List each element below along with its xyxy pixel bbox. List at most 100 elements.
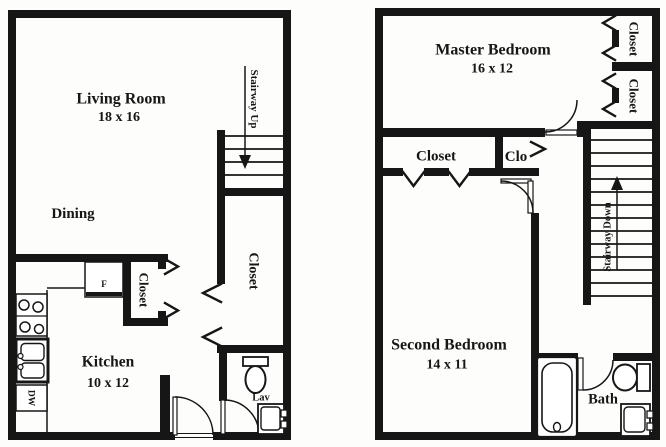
dining-label: Dining (51, 206, 95, 222)
vanity-basin (260, 406, 281, 431)
wall-segment (531, 361, 539, 440)
sink-basin (20, 362, 45, 379)
first-floor-doors (172, 396, 260, 438)
wall-segment (375, 168, 403, 176)
wall-segment (8, 10, 16, 440)
front-door-leaf (172, 396, 178, 436)
bifold-door-chevron (447, 170, 472, 188)
bifold-door-chevron (401, 170, 426, 188)
living-room-dims: 18 x 16 (98, 110, 140, 125)
wall-segment (219, 353, 227, 401)
wall-segment (424, 168, 449, 176)
master-door-leaf (545, 129, 578, 136)
second-floor-room-labels: Master Bedroom 16 x 12 Second Bedroom 14… (391, 22, 641, 408)
wall-segment (495, 137, 503, 176)
burner-icon (18, 299, 30, 311)
second-floor-closet-chevrons (401, 14, 617, 188)
wall-segment (613, 353, 660, 361)
burner-icon (32, 301, 44, 313)
wall-segment (123, 318, 168, 326)
toilet-tank (242, 356, 269, 367)
stairway-down: Stairway Down (591, 139, 652, 297)
wall-segment (213, 432, 291, 440)
front-door-swing-arc (174, 396, 214, 436)
second-floor-plan: Stairway Down (375, 8, 660, 440)
stairway-up-label: Stairway Up (248, 70, 260, 129)
wall-segment (8, 254, 133, 262)
arrowhead-up-icon (611, 176, 623, 190)
sink-basin (20, 342, 45, 362)
wall-segment (612, 62, 660, 71)
kitchen-closet-label: Closet (137, 273, 152, 308)
second-floor-doors (500, 99, 614, 391)
first-floor-walls (8, 10, 291, 440)
dishwasher (15, 384, 48, 412)
bath-label: Bath (588, 392, 618, 408)
wall-segment (217, 345, 291, 353)
lav-door-swing-arc (223, 399, 260, 436)
wall-segment (375, 8, 383, 440)
bath-door-leaf (577, 357, 584, 391)
faucet-icon (280, 409, 288, 418)
bedroom-door-swing-arc (500, 180, 534, 214)
lav-fixtures: Lav (242, 356, 288, 435)
wall-segment (8, 432, 175, 440)
arrowhead-down-icon (239, 155, 251, 169)
hall-closet-label: Clo (505, 149, 528, 165)
wall-segment (217, 196, 225, 284)
wall-segment (375, 128, 545, 137)
bifold-door-chevron (600, 14, 617, 32)
kitchen-fixtures: DW F (14, 261, 124, 432)
second-bedroom-dims: 14 x 11 (426, 358, 467, 373)
stairway-up: Stairway Up (225, 66, 283, 176)
faucet-icon (646, 422, 654, 431)
master-bedroom-label: Master Bedroom (435, 42, 551, 59)
lower-right-closet-label: Closet (627, 79, 642, 114)
wall-segment (652, 8, 660, 440)
faucet-icon (280, 420, 288, 429)
second-bedroom-label: Second Bedroom (391, 337, 507, 354)
master-bedroom-dims: 16 x 12 (471, 62, 513, 77)
wall-segment (283, 10, 291, 440)
bifold-door-chevron (200, 326, 223, 348)
bath-door-swing-arc (582, 359, 614, 391)
burner-icon (33, 323, 45, 335)
refrigerator-front (86, 292, 122, 296)
wall-segment (158, 311, 166, 318)
toilet-tank (636, 363, 651, 392)
master-door-swing-arc (544, 99, 578, 133)
living-room-label: Living Room (76, 91, 166, 108)
bifold-door-chevron (163, 301, 181, 320)
second-floor-walls (375, 8, 660, 440)
refrigerator-label: F (101, 279, 107, 289)
faucet-icon (17, 352, 24, 360)
wall-segment (577, 129, 586, 137)
wall-segment (160, 375, 170, 435)
bifold-door-chevron (600, 100, 617, 118)
dishwasher-label: DW (26, 390, 36, 407)
upper-right-closet-label: Closet (627, 22, 642, 57)
first-floor-closet-chevrons (163, 257, 223, 348)
bifold-door-chevron (600, 44, 617, 62)
wall-segment (217, 130, 225, 196)
toilet-bowl (612, 363, 638, 392)
faucet-icon (17, 363, 24, 371)
lav-door-leaf (220, 399, 226, 435)
lav-label: Lav (252, 393, 270, 404)
kitchen-label: Kitchen (82, 354, 135, 371)
master-closet-label: Closet (416, 149, 456, 165)
wall-segment (123, 254, 168, 262)
bifold-door-chevron (163, 257, 181, 276)
wall-segment (217, 188, 291, 196)
bifold-door-chevron (529, 140, 548, 158)
hall-closet-label: Closet (246, 252, 261, 290)
wall-segment (8, 10, 291, 18)
wall-segment (612, 30, 619, 47)
bathtub-inner (541, 362, 573, 433)
wall-segment (531, 213, 539, 361)
wall-segment (469, 168, 539, 176)
wall-segment (583, 129, 591, 305)
refrigerator (84, 261, 124, 298)
tub-drain-icon (552, 421, 562, 433)
wall-segment (375, 8, 660, 16)
